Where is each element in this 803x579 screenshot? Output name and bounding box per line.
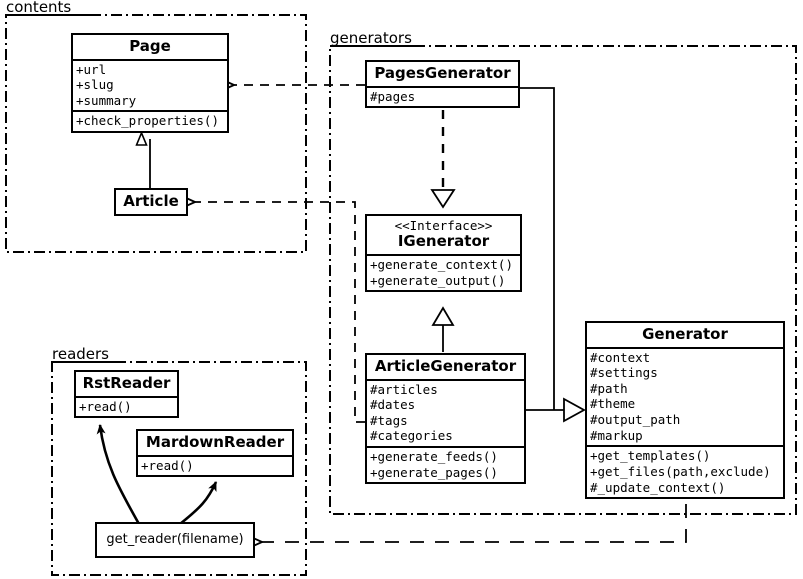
attribute-articles: #articles xyxy=(370,381,438,397)
class-box-rst-reader[interactable]: RstReader +read() xyxy=(74,370,179,419)
class-box-mardown-reader[interactable]: MardownReader +read() xyxy=(136,429,294,478)
package-frame-generators xyxy=(329,45,797,515)
edge-articlegenerator-uses-article xyxy=(195,202,365,423)
method-generate-feeds: +generate_feeds() xyxy=(370,449,498,464)
class-attributes-generator: #context #settings #path #theme #output_… xyxy=(587,346,783,446)
function-box-get-reader[interactable]: get_reader(filename) xyxy=(95,522,255,558)
class-stereotype-igenerator: <<Interface>> xyxy=(394,218,493,233)
class-box-pages-generator[interactable]: PagesGenerator #pages xyxy=(365,60,520,109)
class-attributes-article-generator: #articles #dates #tags #categories xyxy=(367,378,524,447)
class-name-rst-reader: RstReader xyxy=(82,374,171,392)
class-methods-article-generator: +generate_feeds() +generate_pages() xyxy=(367,446,524,482)
attribute-categories: #categories xyxy=(370,428,453,444)
class-methods-page: +check_properties() xyxy=(73,110,227,131)
attribute-tags: #tags xyxy=(370,412,408,428)
arrowhead-generalization-generator xyxy=(563,397,586,423)
class-name-article-generator: ArticleGenerator xyxy=(374,357,517,375)
attribute-pages: #pages xyxy=(370,88,416,104)
edge-pagesgenerator-generalizes-generator xyxy=(520,87,555,410)
class-attributes-page: +url +slug +summary xyxy=(73,58,227,111)
attribute-output-path: #output_path xyxy=(590,412,681,427)
arrowhead-realization-igenerator xyxy=(430,189,456,209)
attribute-url: +url xyxy=(76,61,107,77)
class-methods-mardown-reader: +read() xyxy=(138,454,292,476)
method-generate-context: +generate_context() xyxy=(370,256,513,272)
class-box-page[interactable]: Page +url +slug +summary +check_properti… xyxy=(71,33,229,133)
method-get-templates: +get_templates() xyxy=(590,448,711,464)
edge-generator-uses-get-reader xyxy=(262,504,687,542)
package-label-contents: contents xyxy=(6,0,72,16)
arrowhead-generalization-igenerator xyxy=(431,306,455,326)
package-frame-contents xyxy=(5,14,307,253)
class-name-article: Article xyxy=(123,192,179,210)
class-methods-generator: +get_templates() +get_files(path,exclude… xyxy=(587,445,783,497)
class-box-article[interactable]: Article xyxy=(114,188,188,216)
method-generate-output: +generate_output() xyxy=(370,272,506,288)
package-label-generators: generators xyxy=(330,29,412,47)
attribute-slug: +slug xyxy=(76,77,114,93)
attribute-path: #path xyxy=(590,380,628,396)
method-read-mardown: +read() xyxy=(141,457,194,473)
attribute-settings: #settings xyxy=(590,365,658,381)
attribute-markup: #markup xyxy=(590,427,643,443)
method-check-properties: +check_properties() xyxy=(76,113,219,129)
method-get-files: +get_files(path,exclude) xyxy=(590,463,771,479)
class-box-igenerator[interactable]: <<Interface>> IGenerator +generate_conte… xyxy=(365,214,522,293)
class-box-generator[interactable]: Generator #context #settings #path #them… xyxy=(585,321,785,500)
package-frame-readers xyxy=(51,361,307,576)
method-generate-pages: +generate_pages() xyxy=(370,464,498,480)
class-attributes-pages-generator: #pages xyxy=(367,85,518,107)
class-methods-igenerator: +generate_context() +generate_output() xyxy=(367,253,520,290)
function-name-get-reader: get_reader(filename) xyxy=(106,532,244,547)
class-name-mardown-reader: MardownReader xyxy=(145,433,285,451)
attribute-context: #context xyxy=(590,349,651,365)
attribute-summary: +summary xyxy=(76,92,137,108)
class-box-article-generator[interactable]: ArticleGenerator #articles #dates #tags … xyxy=(365,353,526,485)
class-name-igenerator: IGenerator xyxy=(397,232,490,251)
method-update-context: #_update_context() xyxy=(590,479,726,495)
class-methods-rst-reader: +read() xyxy=(76,395,177,417)
method-read-rst: +read() xyxy=(79,398,132,414)
edge-get-reader-returns-mardownreader xyxy=(179,481,218,526)
class-name-pages-generator: PagesGenerator xyxy=(374,64,511,82)
class-name-generator: Generator xyxy=(642,325,728,343)
attribute-dates: #dates xyxy=(370,397,416,413)
class-name-page: Page xyxy=(129,37,171,55)
package-label-readers: readers xyxy=(52,345,109,363)
attribute-theme: #theme xyxy=(590,396,636,412)
edge-get-reader-returns-rstreader xyxy=(96,424,141,525)
